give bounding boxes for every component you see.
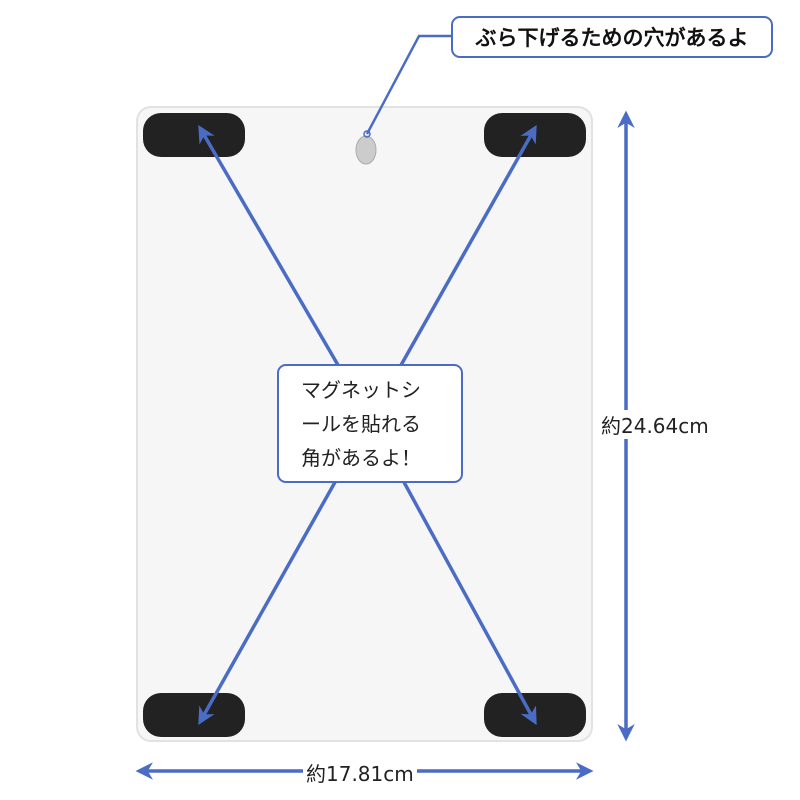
magnet-pad-top-left <box>143 113 245 157</box>
hole-callout-text: ぶら下げるための穴があるよ <box>475 26 749 50</box>
magnet-pad-top-right <box>484 113 586 157</box>
magnet-pad-bottom-left <box>143 693 245 737</box>
hole-leader-dot <box>363 130 371 138</box>
magnet-note-line: マグネットシ <box>301 377 421 402</box>
height-label: 約24.64cm <box>598 410 712 439</box>
magnet-pad-bottom-right <box>484 693 586 737</box>
magnet-note-line: ールを貼れる <box>301 411 421 436</box>
magnet-note-line: 角があるよ！ <box>301 445 421 470</box>
hole-leader-line <box>365 34 452 135</box>
hanging-hole <box>355 135 377 165</box>
magnet-note-box: マグネットシ ールを貼れる 角があるよ！ <box>277 364 463 483</box>
width-label: 約17.81cm <box>303 758 417 787</box>
hole-callout: ぶら下げるための穴があるよ <box>451 16 773 58</box>
